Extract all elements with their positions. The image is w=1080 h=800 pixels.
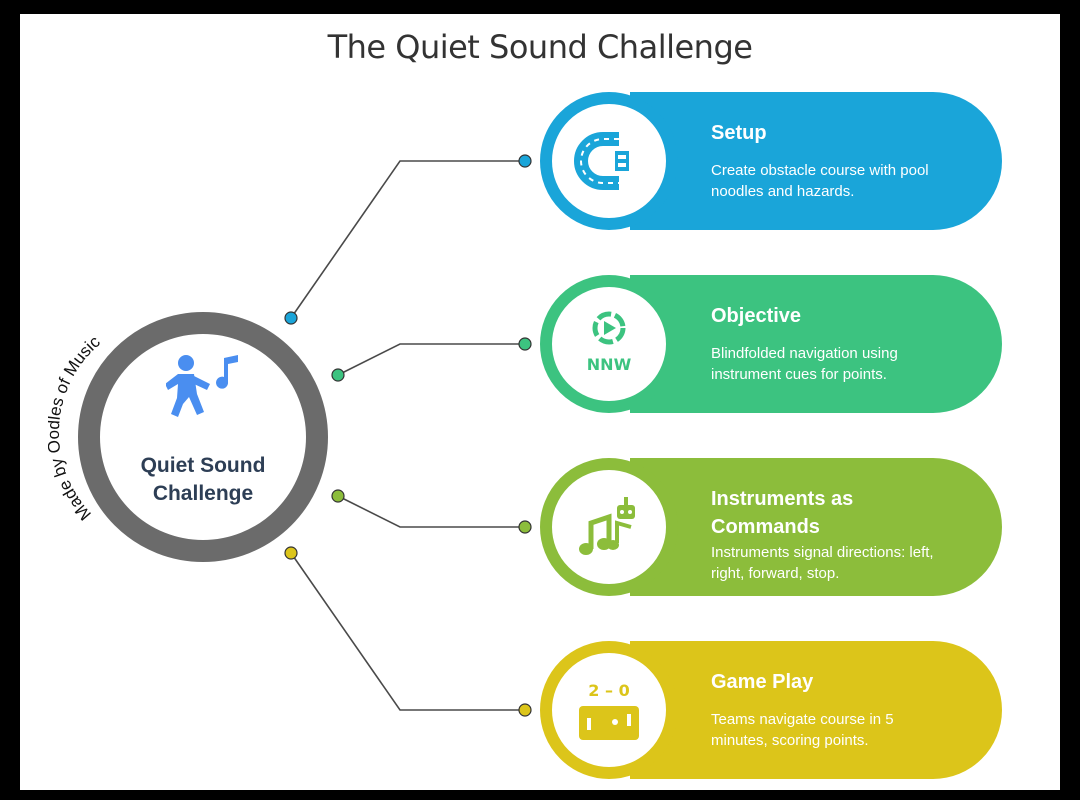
credit-text: Made by Oodles of Music [48, 332, 104, 524]
step-title-instruments: Instruments as Commands [711, 488, 854, 538]
score-label: 2 – 0 [588, 681, 629, 700]
step-pill-objective [630, 275, 1002, 413]
node-dot-instruments-card [518, 520, 532, 534]
hub-label-line1: Quiet Sound [140, 454, 266, 477]
step-desc-setup: Create obstacle course with pool noodles… [711, 162, 929, 200]
step-card-objective: NNW Objective Blindfolded navigation usi… [540, 275, 1002, 413]
step-pill-gameplay [630, 641, 1002, 779]
connector-setup [290, 160, 525, 319]
connector-gameplay [290, 552, 525, 711]
track-course-icon [574, 132, 629, 190]
node-dot-gameplay-card [518, 703, 532, 717]
step-pill-setup [630, 92, 1002, 230]
scoreboard-game-icon: 2 – 0 [579, 681, 639, 740]
credit-arc: Made by Oodles of Music [48, 332, 104, 524]
hub-label: Quiet Sound Challenge [100, 452, 306, 508]
node-dot-objective-card [518, 337, 532, 351]
compass-label: NNW [587, 355, 632, 374]
dancer-with-music-note-icon [166, 355, 238, 417]
node-dot-setup-hub [284, 311, 298, 325]
step-pill-instruments [630, 458, 1002, 596]
diagram-title: The Quiet Sound Challenge [327, 28, 753, 66]
step-title-objective: Objective [711, 305, 802, 327]
hub-label-line2: Challenge [152, 482, 254, 505]
step-desc-objective: Blindfolded navigation using instrument … [711, 345, 898, 383]
step-card-setup: Setup Create obstacle course with pool n… [540, 92, 1002, 230]
step-title-setup: Setup [711, 122, 767, 144]
step-title-gameplay: Game Play [711, 671, 814, 693]
step-desc-instruments: Instruments signal directions: left, rig… [711, 544, 934, 582]
music-notes-robot-icon [579, 497, 635, 555]
step-card-gameplay: 2 – 0 Game Play Teams navigate course in… [540, 641, 1002, 779]
connector-instruments [337, 495, 525, 528]
step-desc-gameplay: Teams navigate course in 5 minutes, scor… [711, 711, 894, 749]
node-dot-gameplay-hub [284, 546, 298, 560]
node-dot-setup-card [518, 154, 532, 168]
connector-objective [337, 343, 525, 376]
node-dot-instruments-hub [331, 489, 345, 503]
step-card-instruments: Instruments as Commands Instruments sign… [540, 458, 1002, 596]
node-dot-objective-hub [331, 368, 345, 382]
compass-nnw-icon: NNW [587, 311, 632, 374]
